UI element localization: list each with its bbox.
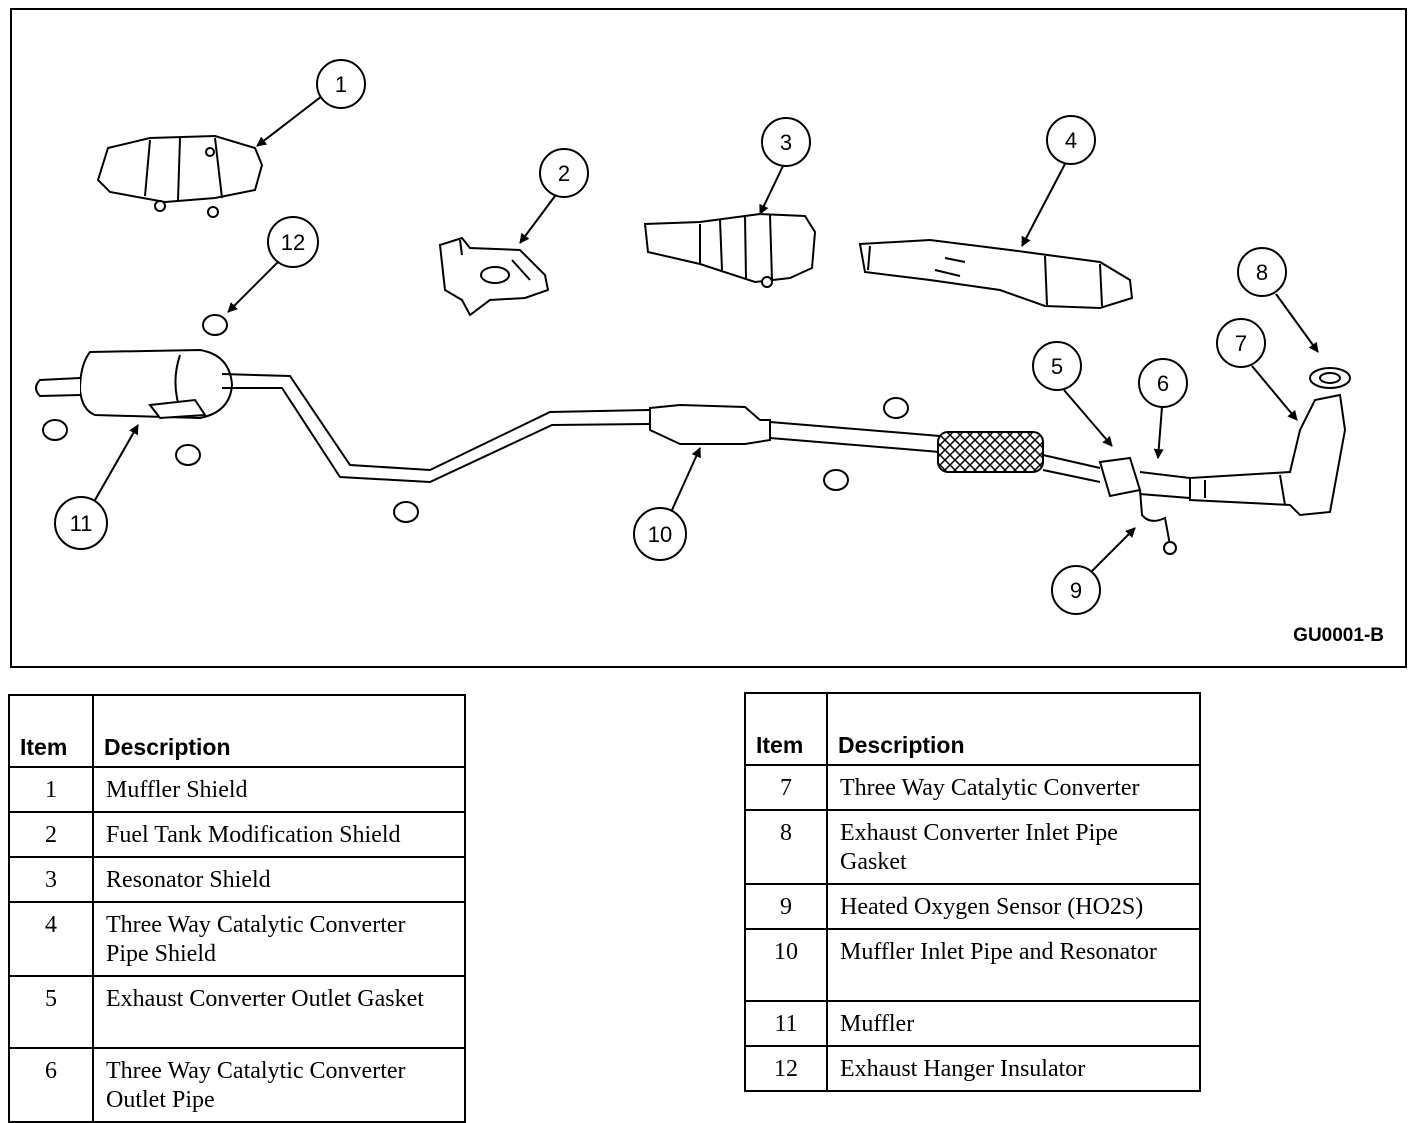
callout-2: 2 [519,148,589,244]
callout-10: 10 [633,447,701,561]
item-description: Resonator Shield [92,856,466,903]
item-number: 8 [744,809,828,885]
callouts: 1 2 3 4 5 6 7 8 9 10 11 12 [54,59,1319,615]
item-description: Exhaust Hanger Insulator [826,1045,1201,1092]
callout-6: 6 [1138,358,1188,459]
item-number: 1 [8,766,94,813]
callout-7: 7 [1216,318,1298,421]
diagram-reference-code: GU0001-B [1293,625,1384,646]
callout-4-label: 4 [1065,128,1077,153]
callout-12-label: 12 [281,230,305,255]
item-number: 10 [744,928,828,1002]
item-number: 7 [744,764,828,811]
callout-7-label: 7 [1235,331,1247,356]
catalytic-converter-pipe-shield-part [858,238,1134,310]
item-number: 6 [8,1047,94,1123]
item-description: Muffler Shield [92,766,466,813]
muffler-shield-part [96,134,264,218]
resonator-shield-part [643,212,817,288]
item-description: Three Way Catalytic Converter Pipe Shiel… [92,901,466,977]
callout-3-label: 3 [780,130,792,155]
header-description: Description [826,692,1201,766]
callout-12: 12 [227,216,319,313]
item-description: Three Way Catalytic Converter [826,764,1201,811]
callout-11-label: 11 [70,511,93,536]
item-number: 9 [744,883,828,930]
callout-2-label: 2 [558,161,570,186]
header-description: Description [92,694,466,768]
fuel-tank-modification-shield-part [438,236,550,317]
callout-5-label: 5 [1051,354,1063,379]
callout-10-label: 10 [648,522,672,547]
diagram-frame [10,8,1407,668]
callout-9: 9 [1051,527,1136,615]
item-number: 12 [744,1045,828,1092]
callout-4: 4 [1021,115,1096,247]
item-number: 4 [8,901,94,977]
callout-6-label: 6 [1157,371,1169,396]
item-description: Exhaust Converter Outlet Gasket [92,975,466,1049]
callout-1-label: 1 [335,72,347,97]
exhaust-pipe-assembly [35,348,1351,555]
item-number: 5 [8,975,94,1049]
callout-1: 1 [256,59,366,147]
header-item: Item [744,692,828,766]
item-description: Exhaust Converter Inlet Pipe Gasket [826,809,1201,885]
item-description: Muffler Inlet Pipe and Resonator [826,928,1201,1002]
item-description: Three Way Catalytic Converter Outlet Pip… [92,1047,466,1123]
callout-3: 3 [759,117,811,215]
item-number: 3 [8,856,94,903]
callout-5: 5 [1032,341,1113,447]
callout-8-label: 8 [1256,260,1268,285]
item-description: Heated Oxygen Sensor (HO2S) [826,883,1201,930]
item-number: 11 [744,1000,828,1047]
callout-9-label: 9 [1070,578,1082,603]
item-number: 2 [8,811,94,858]
callout-11: 11 [54,424,139,550]
exhaust-system-diagram: 1 2 3 4 5 6 7 8 9 10 11 12 [35,59,1351,615]
hanger-insulators [42,314,909,523]
item-description: Fuel Tank Modification Shield [92,811,466,858]
header-item: Item [8,694,94,768]
item-description: Muffler [826,1000,1201,1047]
callout-8: 8 [1237,247,1319,353]
